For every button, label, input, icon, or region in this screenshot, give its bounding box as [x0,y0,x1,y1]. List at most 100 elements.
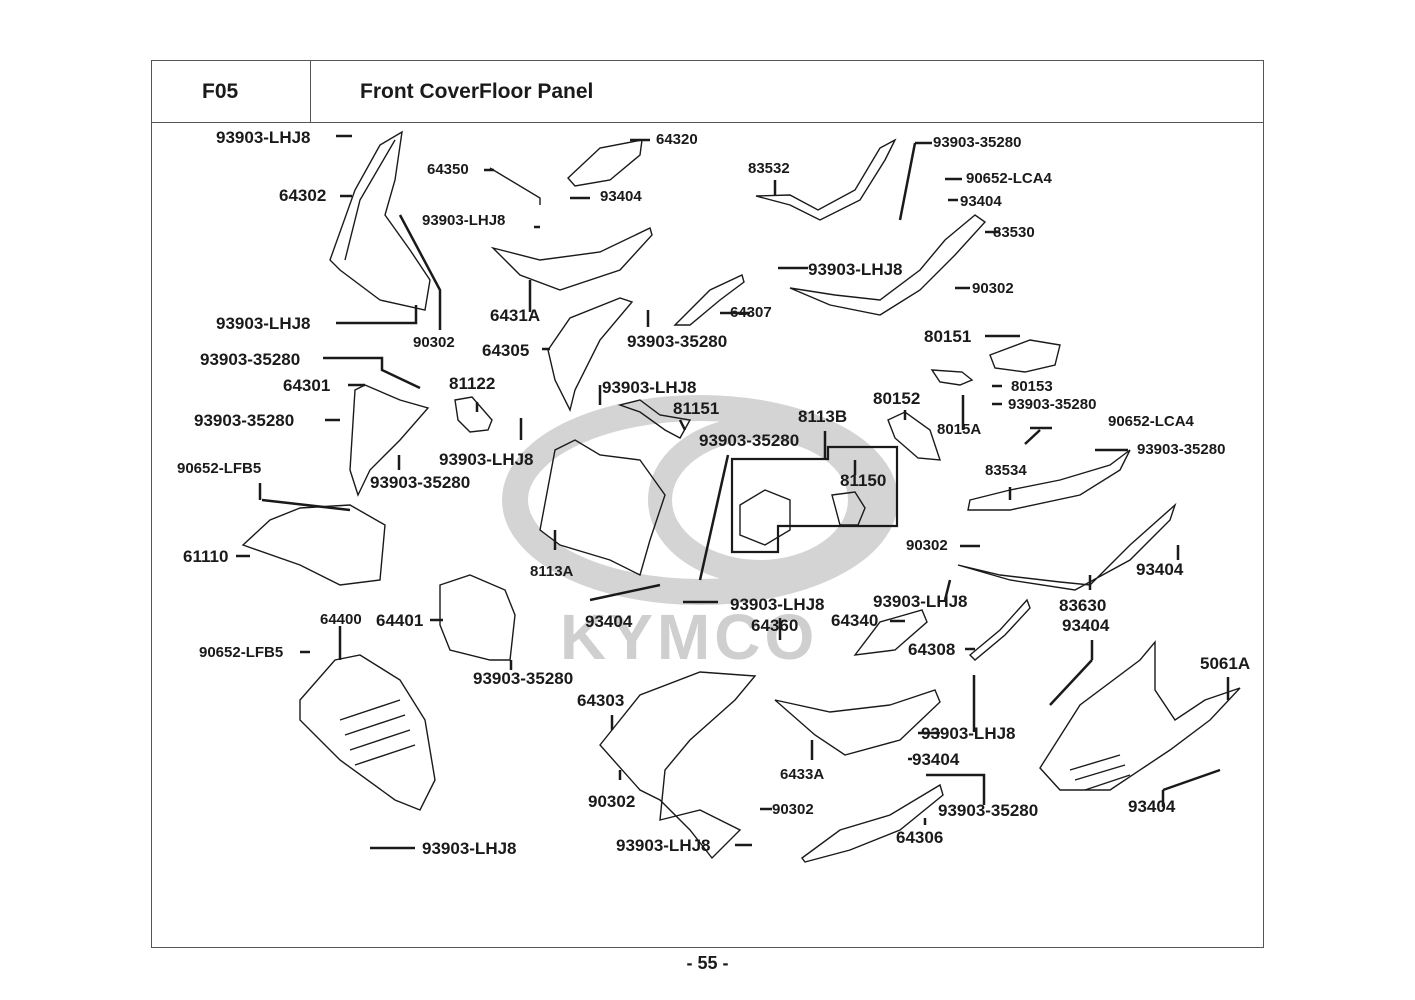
callout-93903-LHJ8: 93903-LHJ8 [602,378,697,397]
callout-90302: 90302 [413,334,455,351]
part-81122-shape [454,396,493,433]
callout-6431A: 6431A [490,306,541,325]
callout-93903-35280: 93903-35280 [627,332,728,351]
part-80151-shape [989,339,1061,373]
callout-93903-35280: 93903-35280 [1008,396,1097,413]
callout-90302: 90302 [588,792,636,811]
callout-93404: 93404 [912,750,960,769]
callout-93903-35280: 93903-35280 [200,350,301,369]
callout-90302: 90302 [906,537,948,554]
callout-64301: 64301 [283,376,331,395]
callout-93903-LHJ8: 93903-LHJ8 [616,836,711,855]
part-81150-shape [831,491,866,526]
callout-93404: 93404 [1136,560,1184,579]
callout-6433A: 6433A [780,766,825,783]
page-number: - 55 - [686,953,729,973]
callout-83532: 83532 [748,160,790,177]
part-8113A-shape [539,439,666,577]
callout-93903-35280: 93903-35280 [194,411,295,430]
callout-64320: 64320 [656,131,698,148]
part-64302-shape [329,130,431,311]
callout-93903-LHJ8: 93903-LHJ8 [808,260,903,279]
callout-93903-LHJ8: 93903-LHJ8 [216,314,311,333]
callout-90652-LFB5: 90652-LFB5 [177,460,262,477]
part-64340-shape [853,609,928,656]
part-64307-shape [673,274,745,326]
callout-90652-LCA4: 90652-LCA4 [1108,413,1194,430]
callout-93903-35280: 93903-35280 [1137,441,1226,458]
part-5061A-shape [1039,640,1241,791]
part-6431A-shape [490,227,653,291]
callout-64303: 64303 [577,691,625,710]
callout-93404: 93404 [1062,616,1110,635]
part-64350-shape [489,167,541,205]
callout-93903-LHJ8: 93903-LHJ8 [921,724,1016,743]
part-83534-shape [967,449,1131,511]
callout-64306: 64306 [896,828,944,847]
part-5061A-grille [1069,754,1131,791]
part-64400-grille [339,699,416,766]
callout-64400: 64400 [320,611,362,628]
part-83532-shape [755,138,897,221]
callout-93903-LHJ8: 93903-LHJ8 [422,212,506,229]
part-64401-shape [439,574,516,661]
callout-64305: 64305 [482,341,530,360]
part-64303-shape [599,671,757,860]
callout-93404: 93404 [600,188,642,205]
callout-93903-35280: 93903-35280 [938,801,1039,820]
page-title: Front CoverFloor Panel [360,80,594,103]
part-8113B-shape [739,489,791,546]
callout-93903-35280: 93903-35280 [473,669,574,688]
callout-93903-35280: 93903-35280 [933,134,1022,151]
brand-watermark-text: KYMCO [560,601,819,673]
callout-64350: 64350 [427,161,469,178]
callout-80153: 80153 [1011,378,1053,395]
callout-93404: 93404 [585,612,633,631]
exploded-diagram-frame [151,122,1264,948]
part-6433A-shape [774,689,941,756]
callout-93903-35280: 93903-35280 [370,473,471,492]
part-83630-shape [957,502,1177,591]
callout-64307: 64307 [730,304,772,321]
callout-83530: 83530 [993,224,1035,241]
callout-80151: 80151 [924,327,972,346]
callout-93404: 93404 [960,193,1002,210]
callout-5061A: 5061A [1200,654,1251,673]
leader-lines [236,134,1230,850]
callout-93903-35280: 93903-35280 [699,431,800,450]
part-64306-shape [801,783,944,863]
callout-8113B: 8113B [798,407,848,426]
callout-93903-LHJ8: 93903-LHJ8 [216,128,311,147]
callout-81122: 81122 [449,374,496,393]
callout-83630: 83630 [1059,596,1107,615]
part-64305-shape [547,297,634,413]
callout-90302: 90302 [772,801,814,818]
callout-93903-LHJ8: 93903-LHJ8 [873,592,968,611]
part-8113B-group-box [730,445,899,554]
part-64400-shape [299,654,436,811]
callout-90652-LCA4: 90652-LCA4 [966,170,1052,187]
callout-8113A: 8113A [530,563,574,580]
callout-61110: 61110 [183,547,229,566]
part-64302-detail [344,139,396,261]
callout-90302: 90302 [972,280,1014,297]
part-64320-shape [567,139,643,187]
part-64301-shape [349,384,430,497]
callout-93903-LHJ8: 93903-LHJ8 [422,839,517,858]
logo-ring-left [502,395,898,605]
callout-64360: 64360 [751,616,799,635]
callout-93903-LHJ8: 93903-LHJ8 [730,595,825,614]
section-code: F05 [202,80,239,103]
callout-64302: 64302 [279,186,327,205]
callout-81151: 81151 [673,399,720,418]
callout-93903-LHJ8: 93903-LHJ8 [439,450,534,469]
callout-64340: 64340 [831,611,879,630]
part-61110-shape [241,504,386,586]
callout-64401: 64401 [376,611,424,630]
part-83530-shape [789,214,987,316]
callout-90652-LFB5: 90652-LFB5 [199,644,284,661]
callout-64308: 64308 [908,640,956,659]
callout-93404: 93404 [1128,797,1176,816]
part-8015A-shape [930,369,974,386]
